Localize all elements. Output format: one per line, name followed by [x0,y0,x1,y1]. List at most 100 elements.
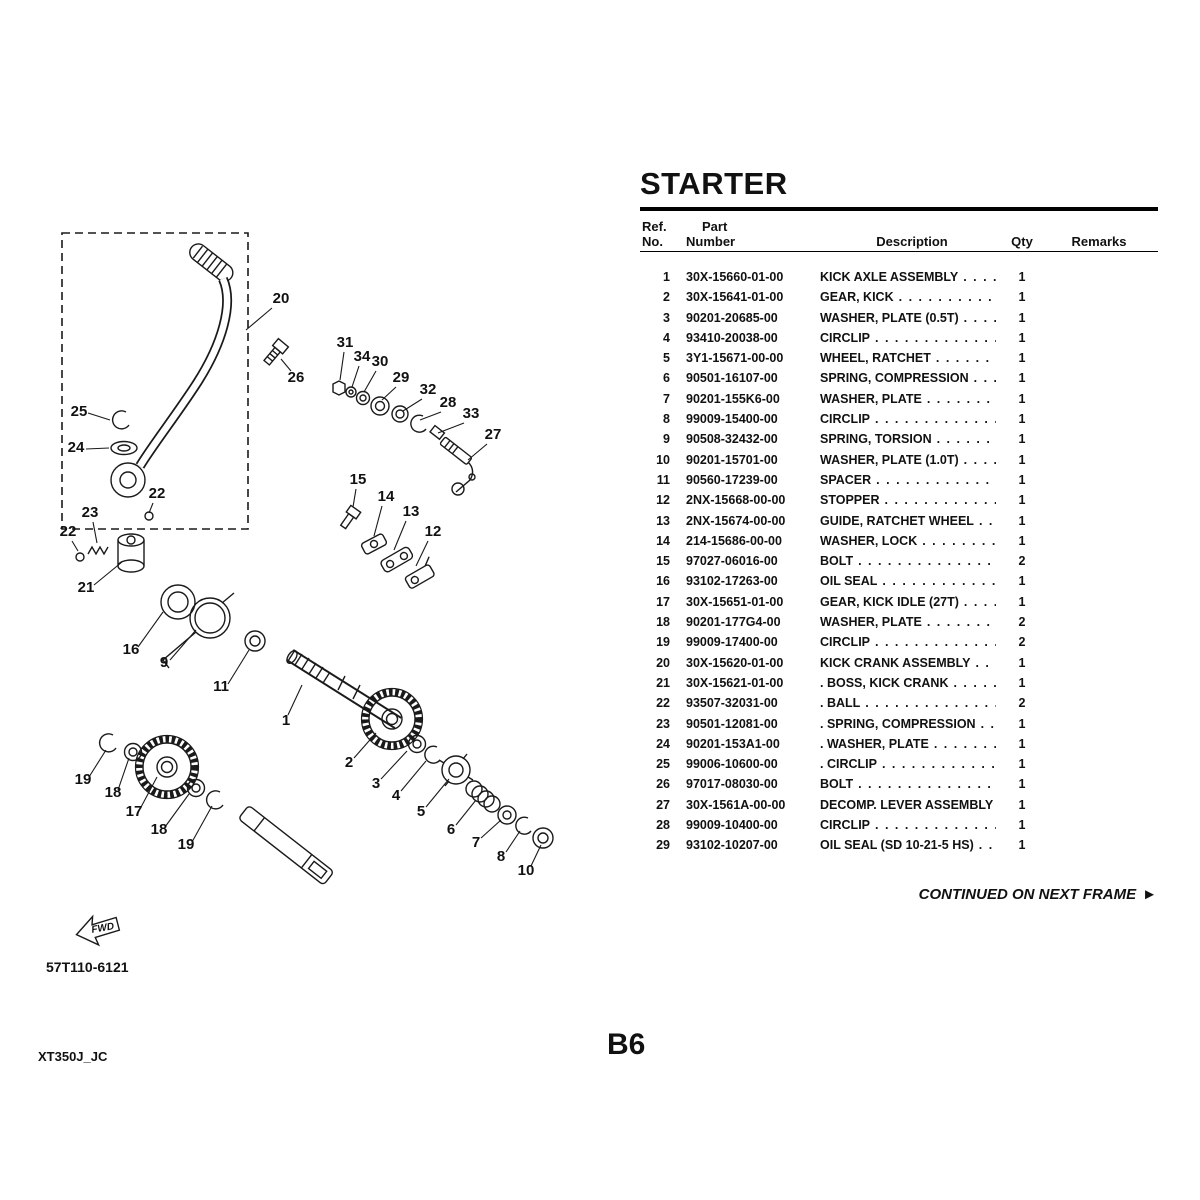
description: KICK AXLE ASSEMBLY. . . . . . . . . . . … [820,270,996,284]
part-number: 30X-15621-01-00 [686,675,784,690]
circlip-4 [424,745,441,764]
header-part-line2: Number [686,234,736,249]
table-row: 21 30X-15621-01-00 . BOSS, KICK CRANK. . .… [640,673,1158,693]
ref-no: 28 [656,818,670,833]
callout-22: 22 [149,485,166,502]
bolt-15 [339,504,362,530]
ref-no: 26 [656,777,670,792]
qty: 1 [1018,452,1026,467]
description: WASHER, PLATE. . . . . . . . . . . . . .… [820,391,996,406]
qty: 1 [1018,818,1026,833]
part-number: 90201-15701-00 [686,452,778,467]
callout-16: 16 [123,641,140,658]
description: WHEEL, RATCHET. . . . . . . . . . . . . … [820,351,996,366]
leader-line [437,422,465,434]
leader-line [530,844,542,867]
continued-note: CONTINUED ON NEXT FRAME► [919,886,1157,903]
leader-line [227,649,250,685]
callout-2: 2 [345,754,353,771]
doc-code: XT350J_JC [38,1049,108,1064]
leader-line [339,351,345,381]
qty: 1 [1018,716,1026,731]
circlip-19a [98,733,117,753]
leader-line [505,830,521,853]
description: DECOMP. LEVER ASSEMBLY. . . . . . . . . … [820,797,994,812]
part-number: 90201-153A1-00 [686,736,780,751]
callout-28: 28 [440,394,457,411]
callout-17: 17 [126,803,143,820]
callout-1: 1 [282,712,290,729]
ref-no: 2 [663,290,670,305]
leader-line [169,629,197,661]
ref-no: 3 [663,310,670,325]
part-number: 97027-06016-00 [686,554,778,569]
leader-line [88,749,107,778]
callout-32: 32 [420,381,437,398]
description: GEAR, KICK. . . . . . . . . . . . . . . … [820,290,996,305]
qty: 1 [1018,594,1026,609]
decomp-small-parts [332,380,446,441]
header-ref-line1: Ref. [642,219,667,234]
washer-18b [186,778,206,798]
qty: 1 [1018,838,1026,853]
callout-11: 11 [213,678,229,695]
parts-table-panel: STARTER Ref. Part No. Number Description… [640,166,1158,856]
oil-seal-16 [160,584,196,620]
washer-7 [497,805,517,825]
ref-no: 21 [656,675,670,690]
arrow-icon: ► [1142,886,1157,903]
leader-line [287,684,303,716]
washer-10 [532,827,554,849]
ref-no: 29 [656,838,670,853]
leader-line [139,776,158,810]
leader-line [92,521,98,544]
part-number: 97017-08030-00 [686,777,778,792]
callout-26: 26 [288,369,305,386]
part-number: 30X-1561A-00-00 [686,797,786,812]
callout-14: 14 [378,488,395,505]
leader-line [245,307,273,331]
description: BOLT. . . . . . . . . . . . . . . . . . … [820,777,996,792]
qty: 1 [1018,493,1026,508]
ref-no: 6 [663,371,670,386]
callout-29: 29 [393,369,410,386]
description: WASHER, PLATE (1.0T). . . . . . . . . . … [820,452,996,467]
leader-line [352,488,357,508]
callout-15: 15 [350,471,367,488]
description: . BOSS, KICK CRANK. . . . . . . . . . . … [820,675,996,690]
qty: 2 [1018,554,1026,569]
qty: 1 [1018,330,1026,345]
stopper-12 [404,556,435,589]
leader-line [164,793,190,828]
description: OIL SEAL. . . . . . . . . . . . . . . . … [820,574,996,589]
callout-25: 25 [71,403,88,420]
description: STOPPER. . . . . . . . . . . . . . . . .… [820,493,996,508]
qty: 1 [1018,432,1026,447]
ref-no: 4 [663,330,670,345]
ref-no: 11 [656,472,670,487]
ref-no: 16 [656,574,670,589]
leader-line [415,540,429,567]
page-code: B6 [607,1028,646,1061]
leader-line [148,502,154,514]
leader-line [419,411,442,421]
callout-33: 33 [463,405,480,422]
qty: 1 [1018,270,1026,284]
table-row: 26 97017-08030-00 BOLT. . . . . . . . . . … [640,774,1158,794]
callout-20: 20 [273,290,290,307]
part-number: 30X-15641-01-00 [686,290,784,305]
callout-8: 8 [497,848,505,865]
